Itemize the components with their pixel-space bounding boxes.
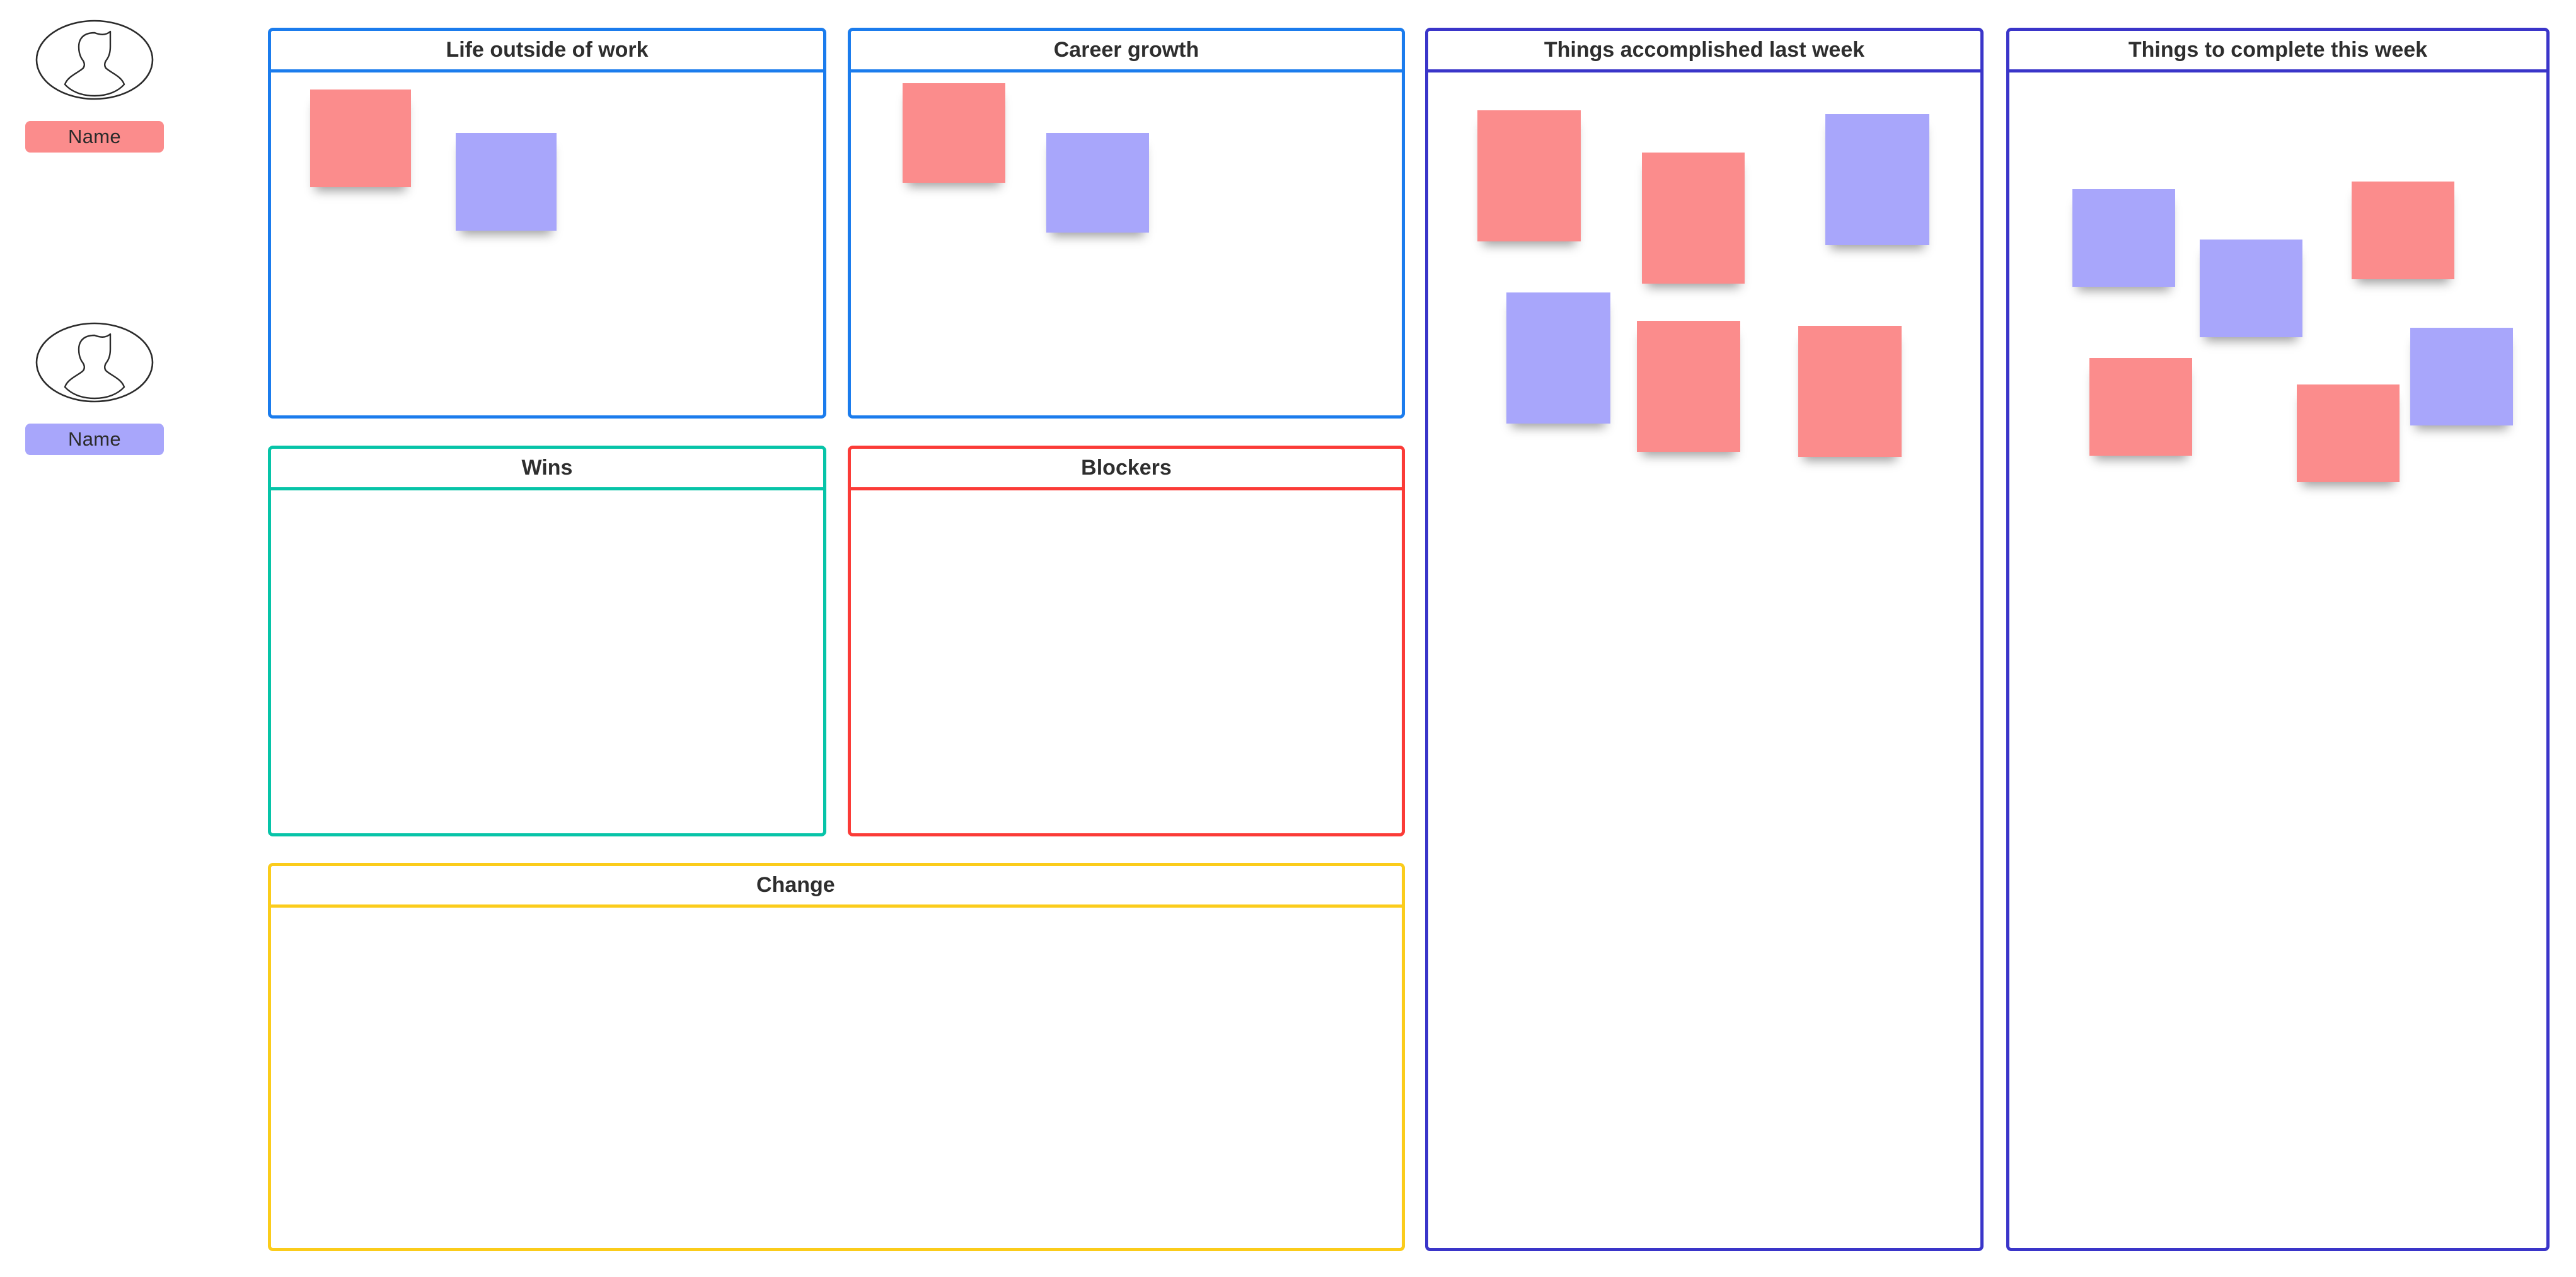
sticky-note[interactable] bbox=[456, 133, 557, 231]
avatar[interactable] bbox=[35, 321, 154, 403]
sticky-note[interactable] bbox=[1825, 114, 1929, 245]
frame-body[interactable] bbox=[2009, 72, 2546, 1245]
frame-body[interactable] bbox=[271, 908, 1402, 1245]
sticky-note[interactable] bbox=[1637, 321, 1740, 452]
frame-title: Change bbox=[756, 873, 835, 897]
frame-things-accomplished-last-week[interactable]: Things accomplished last week bbox=[1425, 28, 1984, 1251]
sticky-note[interactable] bbox=[2352, 182, 2454, 279]
sticky-note[interactable] bbox=[1477, 110, 1581, 241]
frame-body[interactable] bbox=[271, 72, 823, 412]
sticky-note[interactable] bbox=[1798, 326, 1902, 457]
participant-name-tag[interactable]: Name bbox=[25, 424, 164, 455]
participant-list: Name Name bbox=[0, 0, 189, 1277]
frame-header[interactable]: Life outside of work bbox=[271, 31, 823, 72]
sticky-note[interactable] bbox=[903, 83, 1005, 183]
sticky-note[interactable] bbox=[2297, 384, 2400, 482]
sticky-note[interactable] bbox=[1642, 153, 1745, 284]
frame-header[interactable]: Career growth bbox=[851, 31, 1402, 72]
user-avatar-icon bbox=[35, 20, 154, 100]
sticky-note[interactable] bbox=[1046, 133, 1149, 233]
frame-things-to-complete-this-week[interactable]: Things to complete this week bbox=[2006, 28, 2550, 1251]
sticky-note[interactable] bbox=[2200, 240, 2302, 337]
frame-wins[interactable]: Wins bbox=[268, 446, 826, 836]
sticky-note[interactable] bbox=[310, 90, 411, 187]
frame-change[interactable]: Change bbox=[268, 863, 1405, 1251]
participant-card[interactable]: Name bbox=[0, 321, 189, 455]
frame-header[interactable]: Things to complete this week bbox=[2009, 31, 2546, 72]
frame-header[interactable]: Wins bbox=[271, 449, 823, 490]
frame-title: Blockers bbox=[1081, 456, 1172, 480]
sticky-note[interactable] bbox=[2410, 328, 2513, 425]
frame-title: Things to complete this week bbox=[2128, 38, 2428, 62]
frame-career-growth[interactable]: Career growth bbox=[848, 28, 1405, 419]
sticky-note[interactable] bbox=[2089, 358, 2192, 456]
frame-title: Career growth bbox=[1053, 38, 1199, 62]
sticky-note[interactable] bbox=[2072, 189, 2175, 287]
frame-blockers[interactable]: Blockers bbox=[848, 446, 1405, 836]
avatar[interactable] bbox=[35, 19, 154, 101]
frame-body[interactable] bbox=[271, 490, 823, 830]
frame-body[interactable] bbox=[851, 490, 1402, 830]
frame-title: Life outside of work bbox=[446, 38, 649, 62]
frame-body[interactable] bbox=[851, 72, 1402, 412]
frame-life-outside-of-work[interactable]: Life outside of work bbox=[268, 28, 826, 419]
participant-name-tag[interactable]: Name bbox=[25, 121, 164, 153]
frame-header[interactable]: Blockers bbox=[851, 449, 1402, 490]
sticky-note[interactable] bbox=[1506, 292, 1610, 424]
frame-title: Things accomplished last week bbox=[1544, 38, 1865, 62]
frame-title: Wins bbox=[521, 456, 573, 480]
frame-body[interactable] bbox=[1428, 72, 1980, 1245]
participant-card[interactable]: Name bbox=[0, 19, 189, 153]
frame-header[interactable]: Change bbox=[271, 866, 1402, 908]
frame-header[interactable]: Things accomplished last week bbox=[1428, 31, 1980, 72]
user-avatar-icon bbox=[35, 322, 154, 403]
